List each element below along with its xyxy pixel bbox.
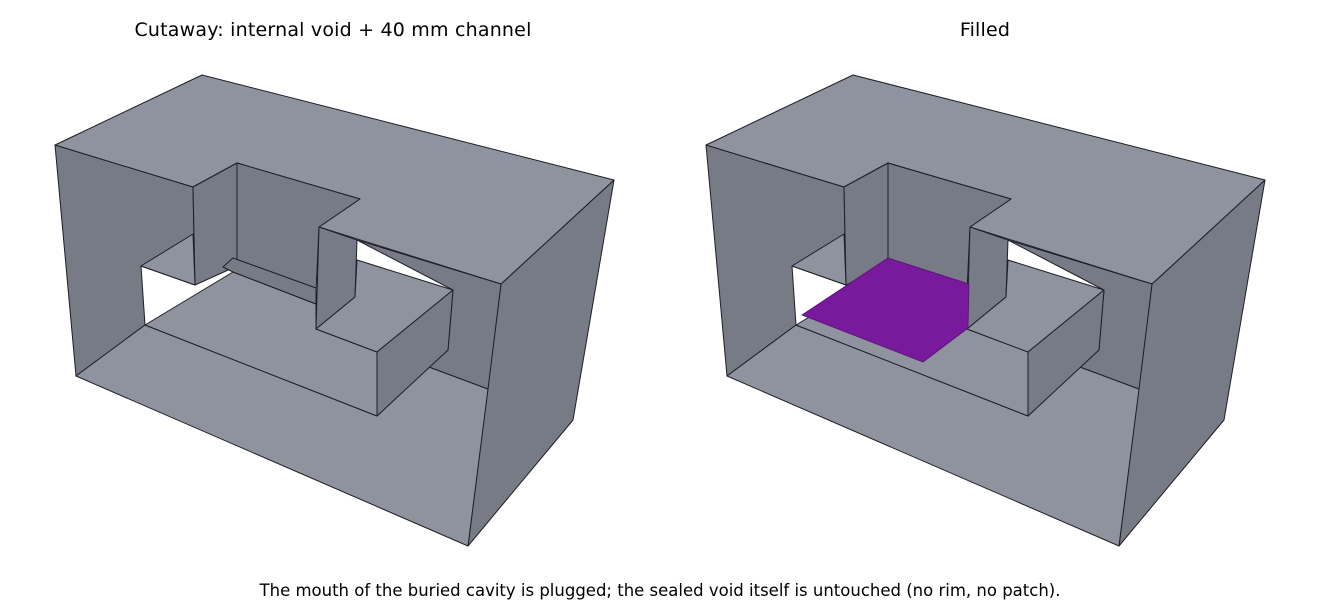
figure-caption: The mouth of the buried cavity is plugge… — [259, 581, 1061, 600]
filled-void-step-top — [966, 259, 1105, 353]
void-ledge — [140, 233, 196, 286]
right-panel-title: Filled — [959, 19, 1011, 41]
void-rear-strip — [222, 257, 317, 305]
filled-block — [705, 74, 1266, 547]
left-panel-title: Cutaway: internal void + 40 mm channel — [134, 19, 532, 41]
void-step-top — [315, 259, 454, 353]
plug-patch — [801, 257, 970, 363]
filled-void-step-front — [1027, 289, 1105, 417]
void-step-front — [376, 289, 454, 417]
filled-void-ledge — [791, 233, 847, 286]
cutaway-block — [54, 74, 615, 547]
